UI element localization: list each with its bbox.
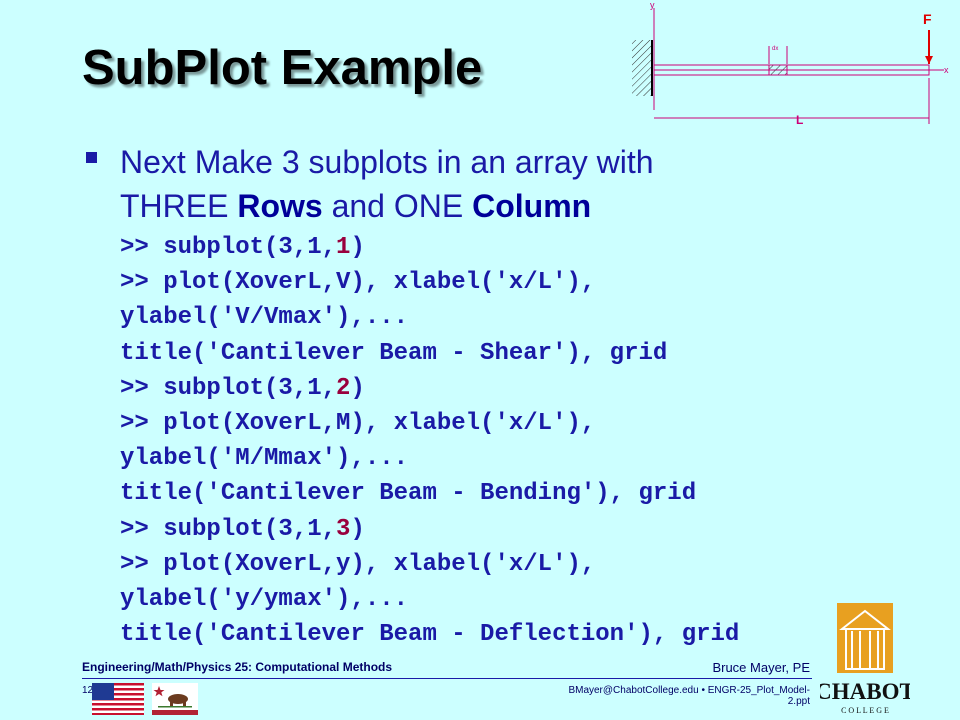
footer-author: Bruce Mayer, PE: [712, 660, 810, 675]
force-label: F: [923, 11, 932, 27]
beam-element: [768, 64, 788, 76]
code-line: title('Cantilever Beam - Shear'), grid: [120, 339, 668, 367]
footer-file: BMayer@ChabotCollege.edu • ENGR-25_Plot_…: [568, 685, 810, 707]
code-block: >> subplot(3,1,1) >> plot(XoverL,V), xla…: [120, 230, 739, 652]
beam-bar: [653, 64, 930, 76]
bullet-square-icon: [86, 152, 97, 163]
code-line: >> plot(XoverL,y), xlabel('x/L'),: [120, 550, 596, 578]
x-axis-label: x: [944, 65, 949, 75]
us-flag-icon: [92, 683, 144, 715]
wall-hatch: [632, 40, 652, 96]
code-line: >> subplot(3,1,3): [120, 515, 365, 543]
y-axis-label: y: [650, 0, 655, 10]
code-line: title('Cantilever Beam - Bending'), grid: [120, 480, 697, 508]
cantilever-beam-diagram: y x dx F L: [632, 0, 949, 127]
chabot-college-logo: CHABOT C O L L E G E: [820, 603, 910, 715]
code-line: >> subplot(3,1,2): [120, 374, 365, 402]
code-line: ylabel('V/Vmax'),...: [120, 304, 409, 332]
page-number: 12: [82, 685, 94, 696]
footer-divider: [82, 678, 812, 679]
code-line: >> subplot(3,1,1): [120, 234, 365, 261]
logo-sub: C O L L E G E: [841, 706, 889, 715]
code-line: title('Cantilever Beam - Deflection'), g…: [120, 621, 740, 649]
code-line: >> plot(XoverL,V), xlabel('x/L'),: [120, 269, 596, 297]
footer-course: Engineering/Math/Physics 25: Computation…: [82, 660, 393, 674]
bullet-text: Next Make 3 subplots in an array with TH…: [120, 144, 654, 224]
code-line: >> plot(XoverL,M), xlabel('x/L'),: [120, 410, 596, 438]
slide-title: SubPlot Example: [82, 41, 483, 95]
code-line: ylabel('y/ymax'),...: [120, 586, 409, 614]
code-line: ylabel('M/Mmax'),...: [120, 445, 409, 473]
california-flag-icon: [152, 683, 198, 715]
logo-name: CHABOT: [820, 679, 910, 704]
length-label: L: [796, 113, 803, 127]
dx-label: dx: [772, 46, 778, 52]
